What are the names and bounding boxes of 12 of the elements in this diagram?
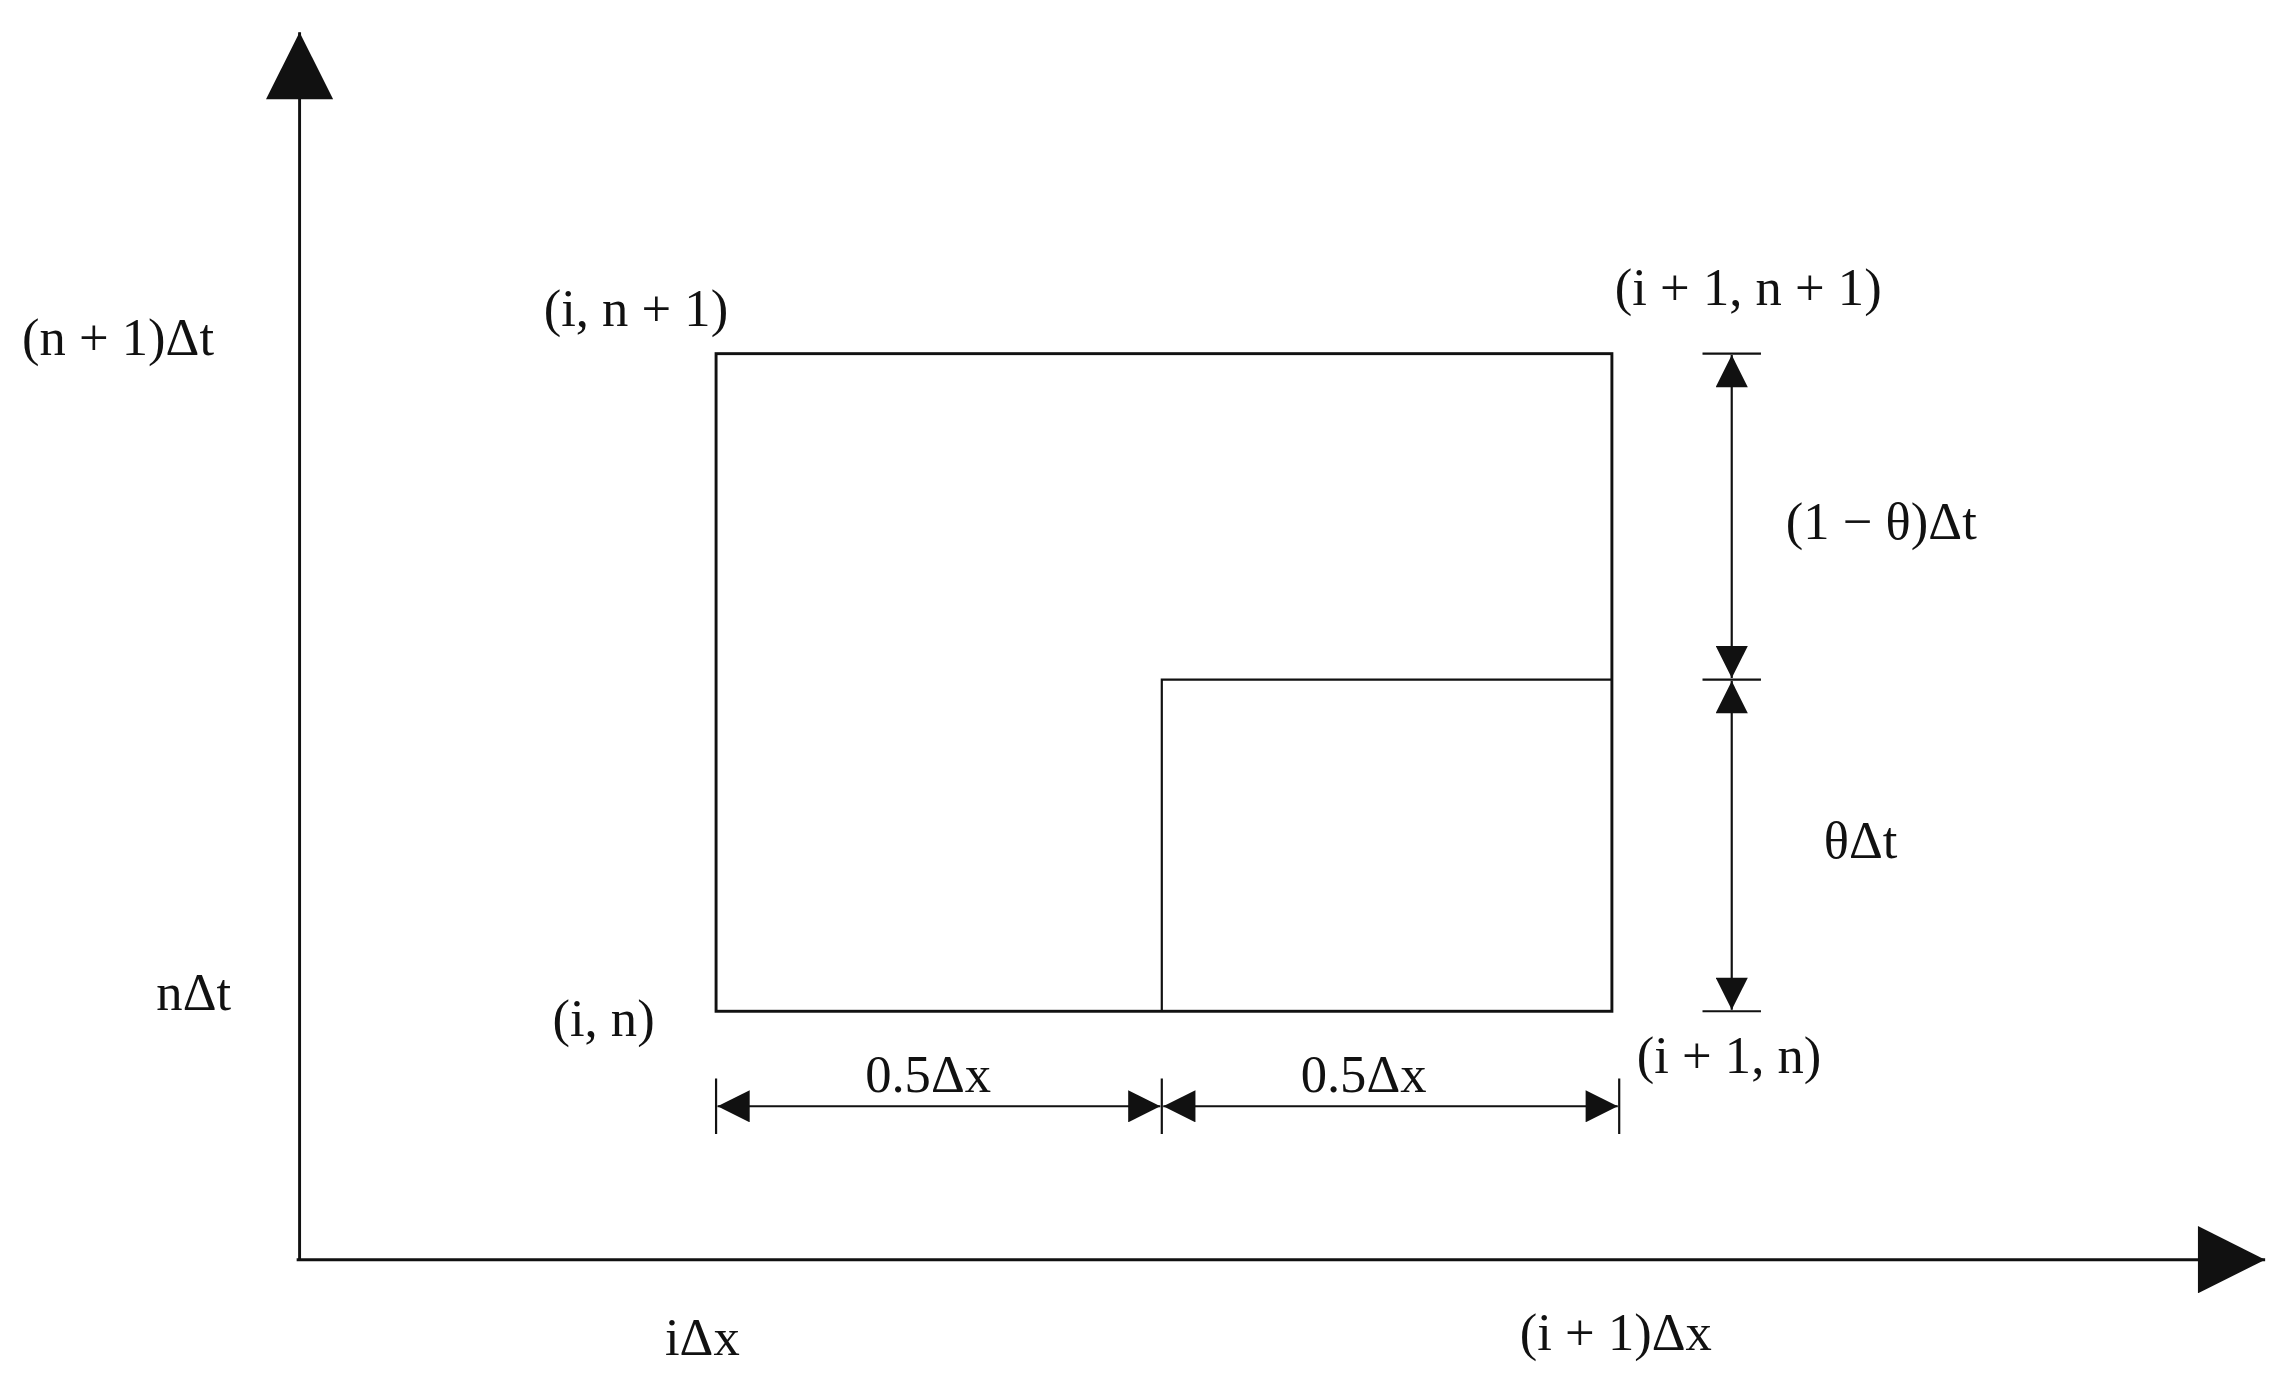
node-label: (i + 1, n): [1636, 1027, 1822, 1086]
axis-label: (n + 1)Δt: [21, 309, 214, 368]
axis-label: iΔx: [664, 1309, 740, 1368]
axis-label: (i + 1)Δx: [1519, 1305, 1712, 1363]
dimension-label: 0.5Δx: [1300, 1046, 1427, 1105]
dimension-label: θΔt: [1823, 812, 1898, 871]
axis-label: nΔt: [156, 964, 232, 1023]
dimension-label: 0.5Δx: [865, 1046, 992, 1105]
node-label: (i + 1, n + 1): [1614, 260, 1882, 318]
dimension-label: (1 − θ)Δt: [1785, 493, 1977, 552]
node-label: (i, n): [552, 990, 655, 1049]
node-label: (i, n + 1): [543, 280, 729, 339]
